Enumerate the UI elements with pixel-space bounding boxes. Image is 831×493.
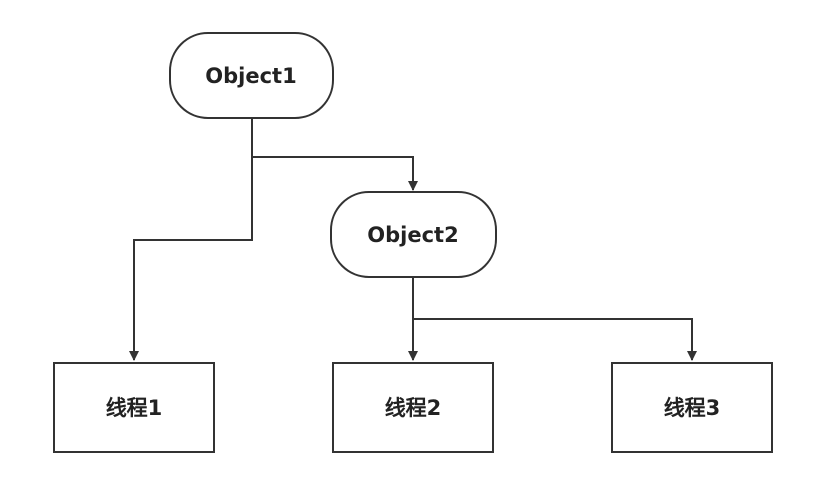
node-thread3-label: 线程3 [664,396,721,420]
edges [129,118,697,361]
node-thread1-label: 线程1 [106,396,163,420]
node-thread1: 线程1 [53,362,215,453]
node-object2-shape [330,191,497,278]
node-thread2-label: 线程2 [385,396,442,420]
node-thread2-shape [332,362,494,453]
edge-object1-to-thread1 [129,157,253,361]
node-thread3-shape [611,362,773,453]
node-thread2: 线程2 [332,362,494,453]
node-thread1-shape [53,362,215,453]
node-object1: Object1 [169,32,334,119]
node-object1-label: Object1 [205,64,296,88]
node-thread3: 线程3 [611,362,773,453]
node-object2: Object2 [330,191,497,278]
edge-object1-to-object2 [251,118,418,191]
node-object2-label: Object2 [367,223,458,247]
node-object1-shape [169,32,334,119]
edge-object2-to-thread3 [413,318,697,361]
